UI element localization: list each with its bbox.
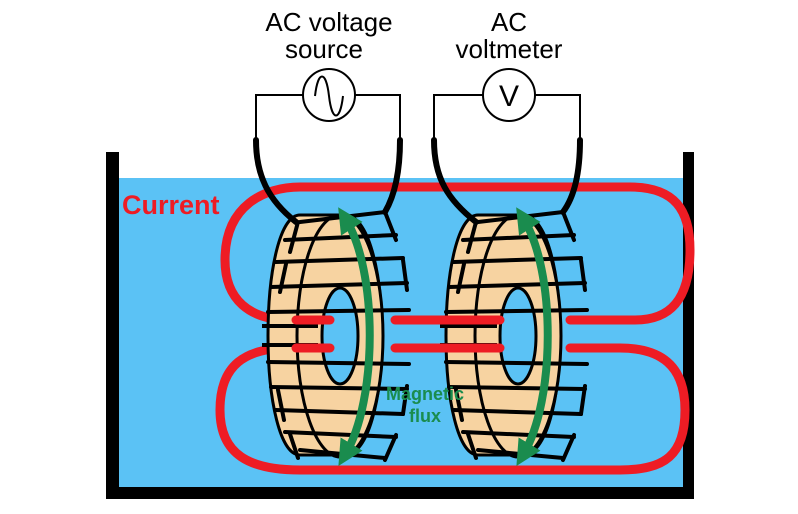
sine-wave-icon	[314, 75, 344, 117]
source-lead-insulation	[253, 137, 403, 225]
right-flux-arrow	[516, 207, 552, 466]
source-leads	[255, 94, 401, 140]
source-label-line2: source	[285, 34, 363, 64]
current-through-cores	[291, 315, 505, 353]
voltmeter-leads	[433, 94, 581, 140]
flux-label-line2: flux	[409, 406, 441, 426]
voltmeter-label-line1: AC	[491, 7, 527, 37]
source-label-line1: AC voltage	[265, 7, 392, 37]
left-toroid-core-hole	[320, 286, 360, 386]
voltmeter-icon	[482, 68, 536, 122]
current-label: Current	[122, 190, 220, 220]
right-toroid-core-hole	[498, 286, 538, 386]
voltmeter-label-line2: voltmeter	[456, 34, 563, 64]
magnetic-flux-arrows	[338, 207, 552, 466]
voltmeter-symbol: V	[499, 80, 519, 113]
flux-label-line1: Magnetic	[386, 384, 464, 404]
voltmeter-lead-insulation	[431, 137, 583, 225]
left-flux-arrow	[338, 207, 374, 466]
liquid-bath	[113, 178, 691, 488]
ac-voltage-source	[302, 68, 356, 122]
ac-voltmeter: V	[482, 68, 536, 122]
